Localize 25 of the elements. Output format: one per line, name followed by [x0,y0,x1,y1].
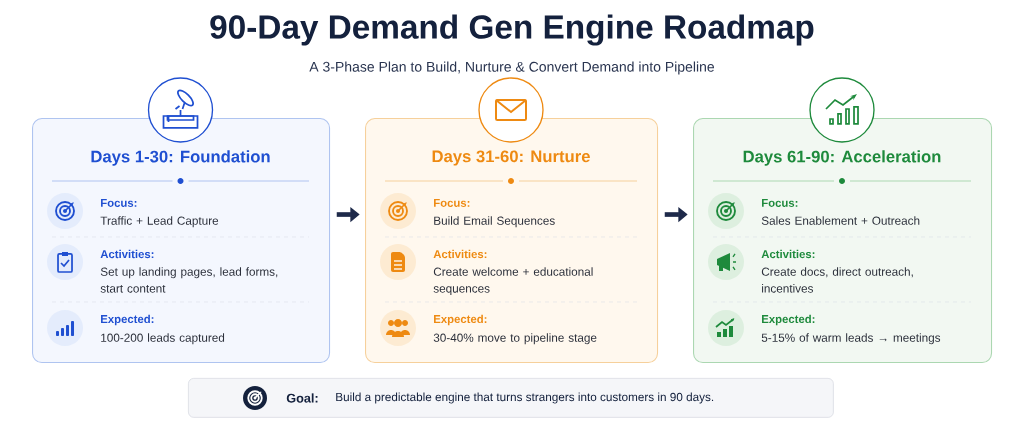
row-label: Focus: [762,199,798,207]
card-title: Days 61-90: Acceleration [743,150,941,166]
row-label: Expected: [762,314,815,326]
subtitle: A 3-Phase Plan to Build, Nurture & Convert Demand into Pipeline [309,61,714,75]
row-label: Activities: [100,249,154,259]
row-text: Traffic + Lead Capture [100,216,219,228]
row-text: Create welcome + educational sequences [433,267,593,295]
card-title: Days 1-30: Foundation [91,150,270,166]
row-text: Set up landing pages, lead forms, start content [100,267,278,293]
row-text: Create docs, direct outreach, incentives [761,267,913,293]
goal-text: Build a predictable engine that turns strangers into customers in 90 days. [336,392,714,404]
goal-label: Goal: [286,393,318,403]
row-text: Sales Enablement + Outreach [761,216,920,225]
row-label: Expected: [101,314,154,326]
row-text: 5-15% of warm leads → meetings [761,333,941,345]
row-text: Build Email Sequences [434,216,555,228]
card-title: Days 31-60: Nurture [432,150,590,166]
row-label: Activities: [761,249,815,259]
row-text: 100-200 leads captured [101,333,225,345]
row-label: Activities: [433,249,487,259]
row-label: Focus: [101,199,137,207]
row-text: 30-40% move to pipeline stage [433,333,597,345]
row-label: Focus: [434,199,470,207]
row-label: Expected: [434,314,487,326]
title: 90-Day Demand Gen Engine Roadmap [210,14,814,46]
